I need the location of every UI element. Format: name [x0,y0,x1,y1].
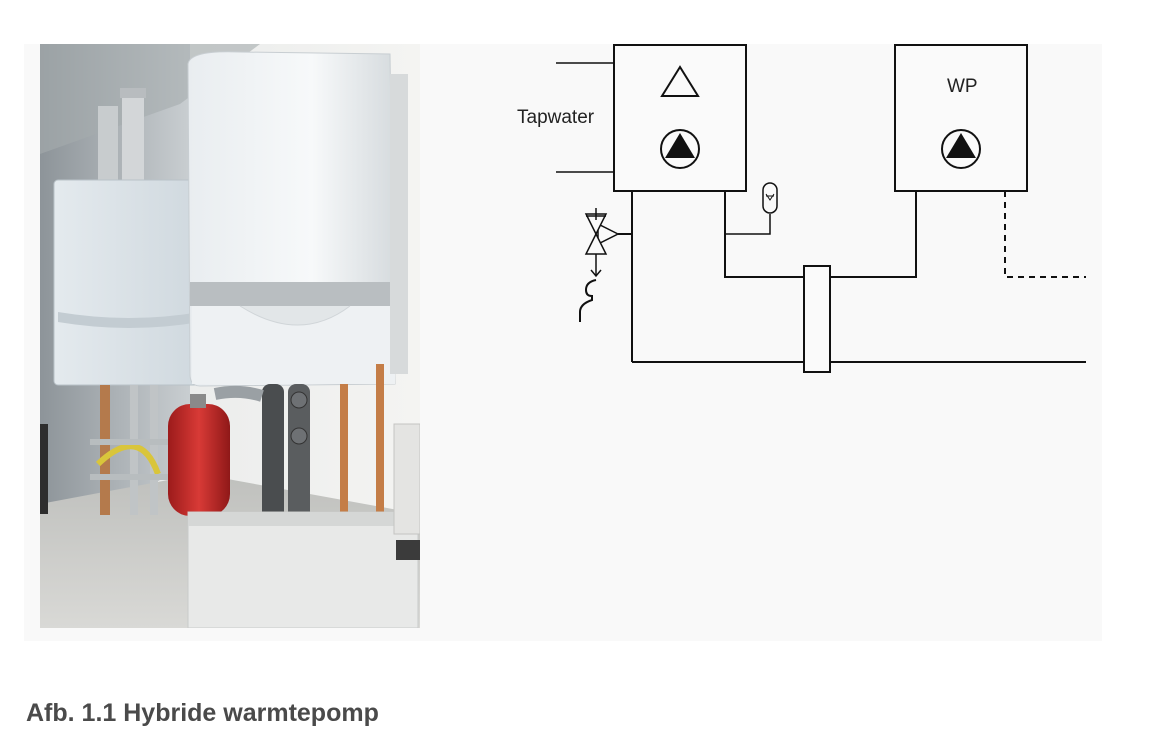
tapwater-label: Tapwater [517,107,595,128]
heat-pump-label: WP [947,76,978,97]
schematic-drawing: Tapwater WP [517,44,1086,373]
low-loss-header-icon [803,265,831,373]
photo-drawing [40,44,420,628]
circulation-pump-icon [660,129,700,169]
triangle-outline-icon [660,65,700,97]
expansion-vessel-icon [762,182,778,214]
figure-caption: Afb. 1.1 Hybride warmtepomp [26,699,379,727]
heat-pump-circulation-icon [941,129,981,169]
safety-valve-icon [579,208,620,322]
boiler-installation-photo [40,44,420,628]
heat-pump-box [894,44,1028,192]
heating-schematic: Tapwater WP [470,44,1102,384]
